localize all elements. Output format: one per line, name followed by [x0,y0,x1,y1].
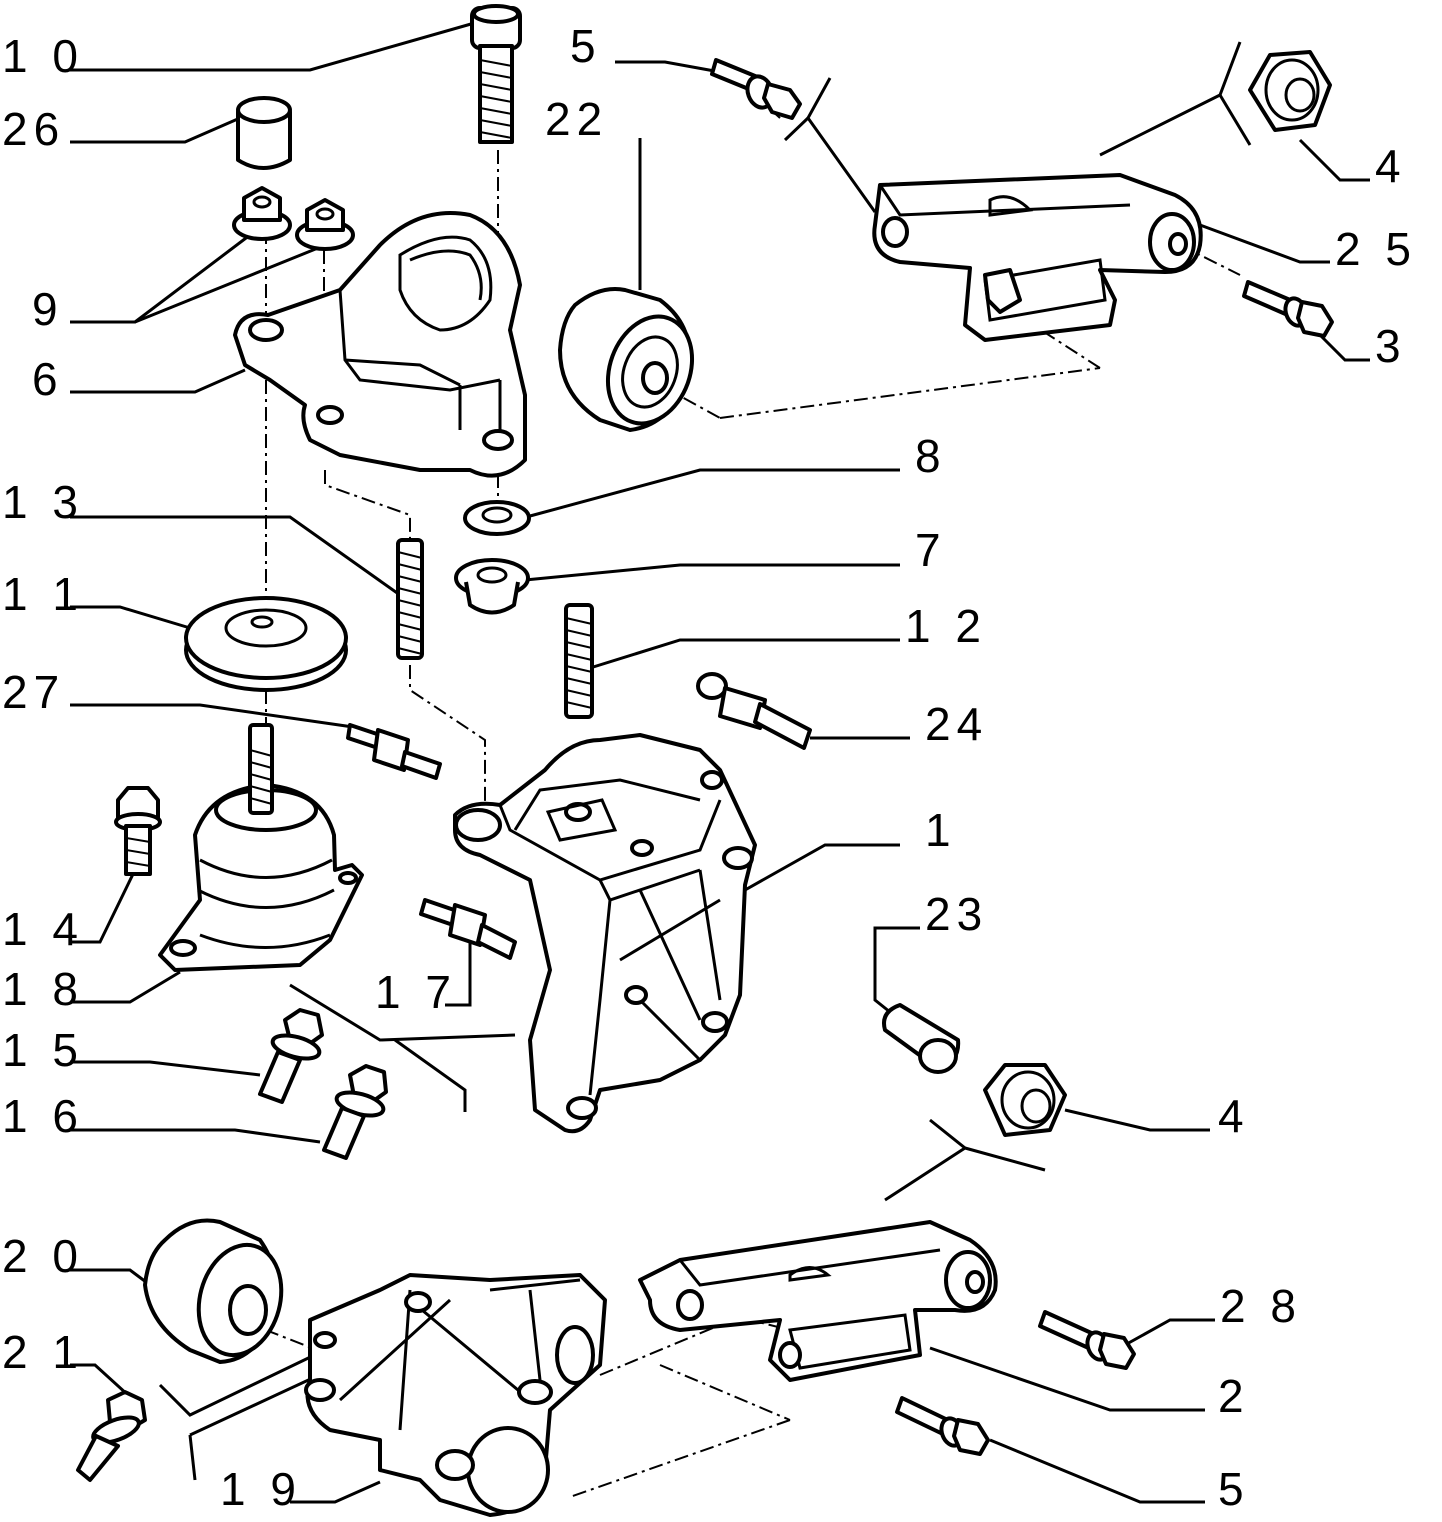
leader-lines [70,20,1370,1504]
label-15: 1 5 [2,1024,84,1076]
label-10: 1 0 [2,30,84,82]
part-11-cap-plate [184,596,348,692]
label-16: 1 6 [2,1090,84,1142]
label-7: 7 [915,524,947,576]
part-5-bolt-bottom [895,1396,990,1456]
part-24-stud-nut [696,672,812,750]
label-13: 1 3 [2,476,84,528]
part-4-nut-top [1248,50,1332,132]
label-4-top: 4 [1375,140,1407,192]
label-28: 2 8 [1220,1280,1302,1332]
label-24: 24 [925,698,988,750]
label-25: 2 5 [1335,223,1417,275]
bracket-lines [158,41,1252,1481]
part-1-main-bracket [453,733,757,1134]
part-28-bolt [1038,1310,1136,1370]
label-5-top: 5 [570,20,602,72]
label-9: 9 [32,283,64,335]
part-23-bush [882,1003,961,1074]
part-2-link-arm [638,1220,998,1382]
part-7-flanged-bush [454,558,530,615]
label-3: 3 [1375,320,1407,372]
label-6: 6 [32,353,64,405]
part-9-flanged-nuts [232,186,355,251]
callout-labels: 1 0 26 9 6 1 3 1 1 27 1 4 1 8 1 5 1 6 2 … [2,20,1417,1515]
label-8: 8 [915,430,947,482]
label-14: 1 4 [2,903,84,955]
label-5-bottom: 5 [1218,1463,1250,1515]
part-15-bolt [258,1008,324,1104]
label-27: 27 [2,666,65,718]
label-1: 1 [925,804,957,856]
part-3-bolt [1242,280,1334,338]
label-23: 23 [925,888,988,940]
part-6-upper-bracket [233,211,527,478]
label-20: 2 0 [2,1230,84,1282]
part-20-rubber-bush [143,1218,284,1364]
label-21: 2 1 [2,1326,84,1378]
part-13-stud [396,538,424,660]
label-26: 26 [2,103,65,155]
part-12-stud [564,603,594,719]
part-27-stud-nut [346,723,442,780]
part-18-engine-mount [158,723,364,972]
label-17: 1 7 [375,966,457,1018]
label-18: 1 8 [2,963,84,1015]
label-19: 1 9 [220,1463,302,1515]
part-10-socket-head-bolt [470,4,522,144]
part-4-nut-bottom [983,1063,1067,1137]
part-21-bolt [76,1390,147,1482]
part-14-bolt [114,786,162,876]
part-8-washer [463,500,531,536]
part-22-rubber-bush [558,287,695,432]
label-11: 1 1 [2,568,84,620]
label-22: 22 [545,93,608,145]
part-17-stud-nut [419,898,517,960]
part-5-bolt-top [710,58,802,120]
label-4-bottom: 4 [1218,1090,1250,1142]
part-26-spacer-bush [236,96,292,170]
part-25-link-arm [872,173,1203,342]
label-2: 2 [1218,1370,1250,1422]
part-19-lower-bracket [304,1273,607,1517]
label-12: 1 2 [905,600,987,652]
part-16-bolt [322,1064,388,1160]
